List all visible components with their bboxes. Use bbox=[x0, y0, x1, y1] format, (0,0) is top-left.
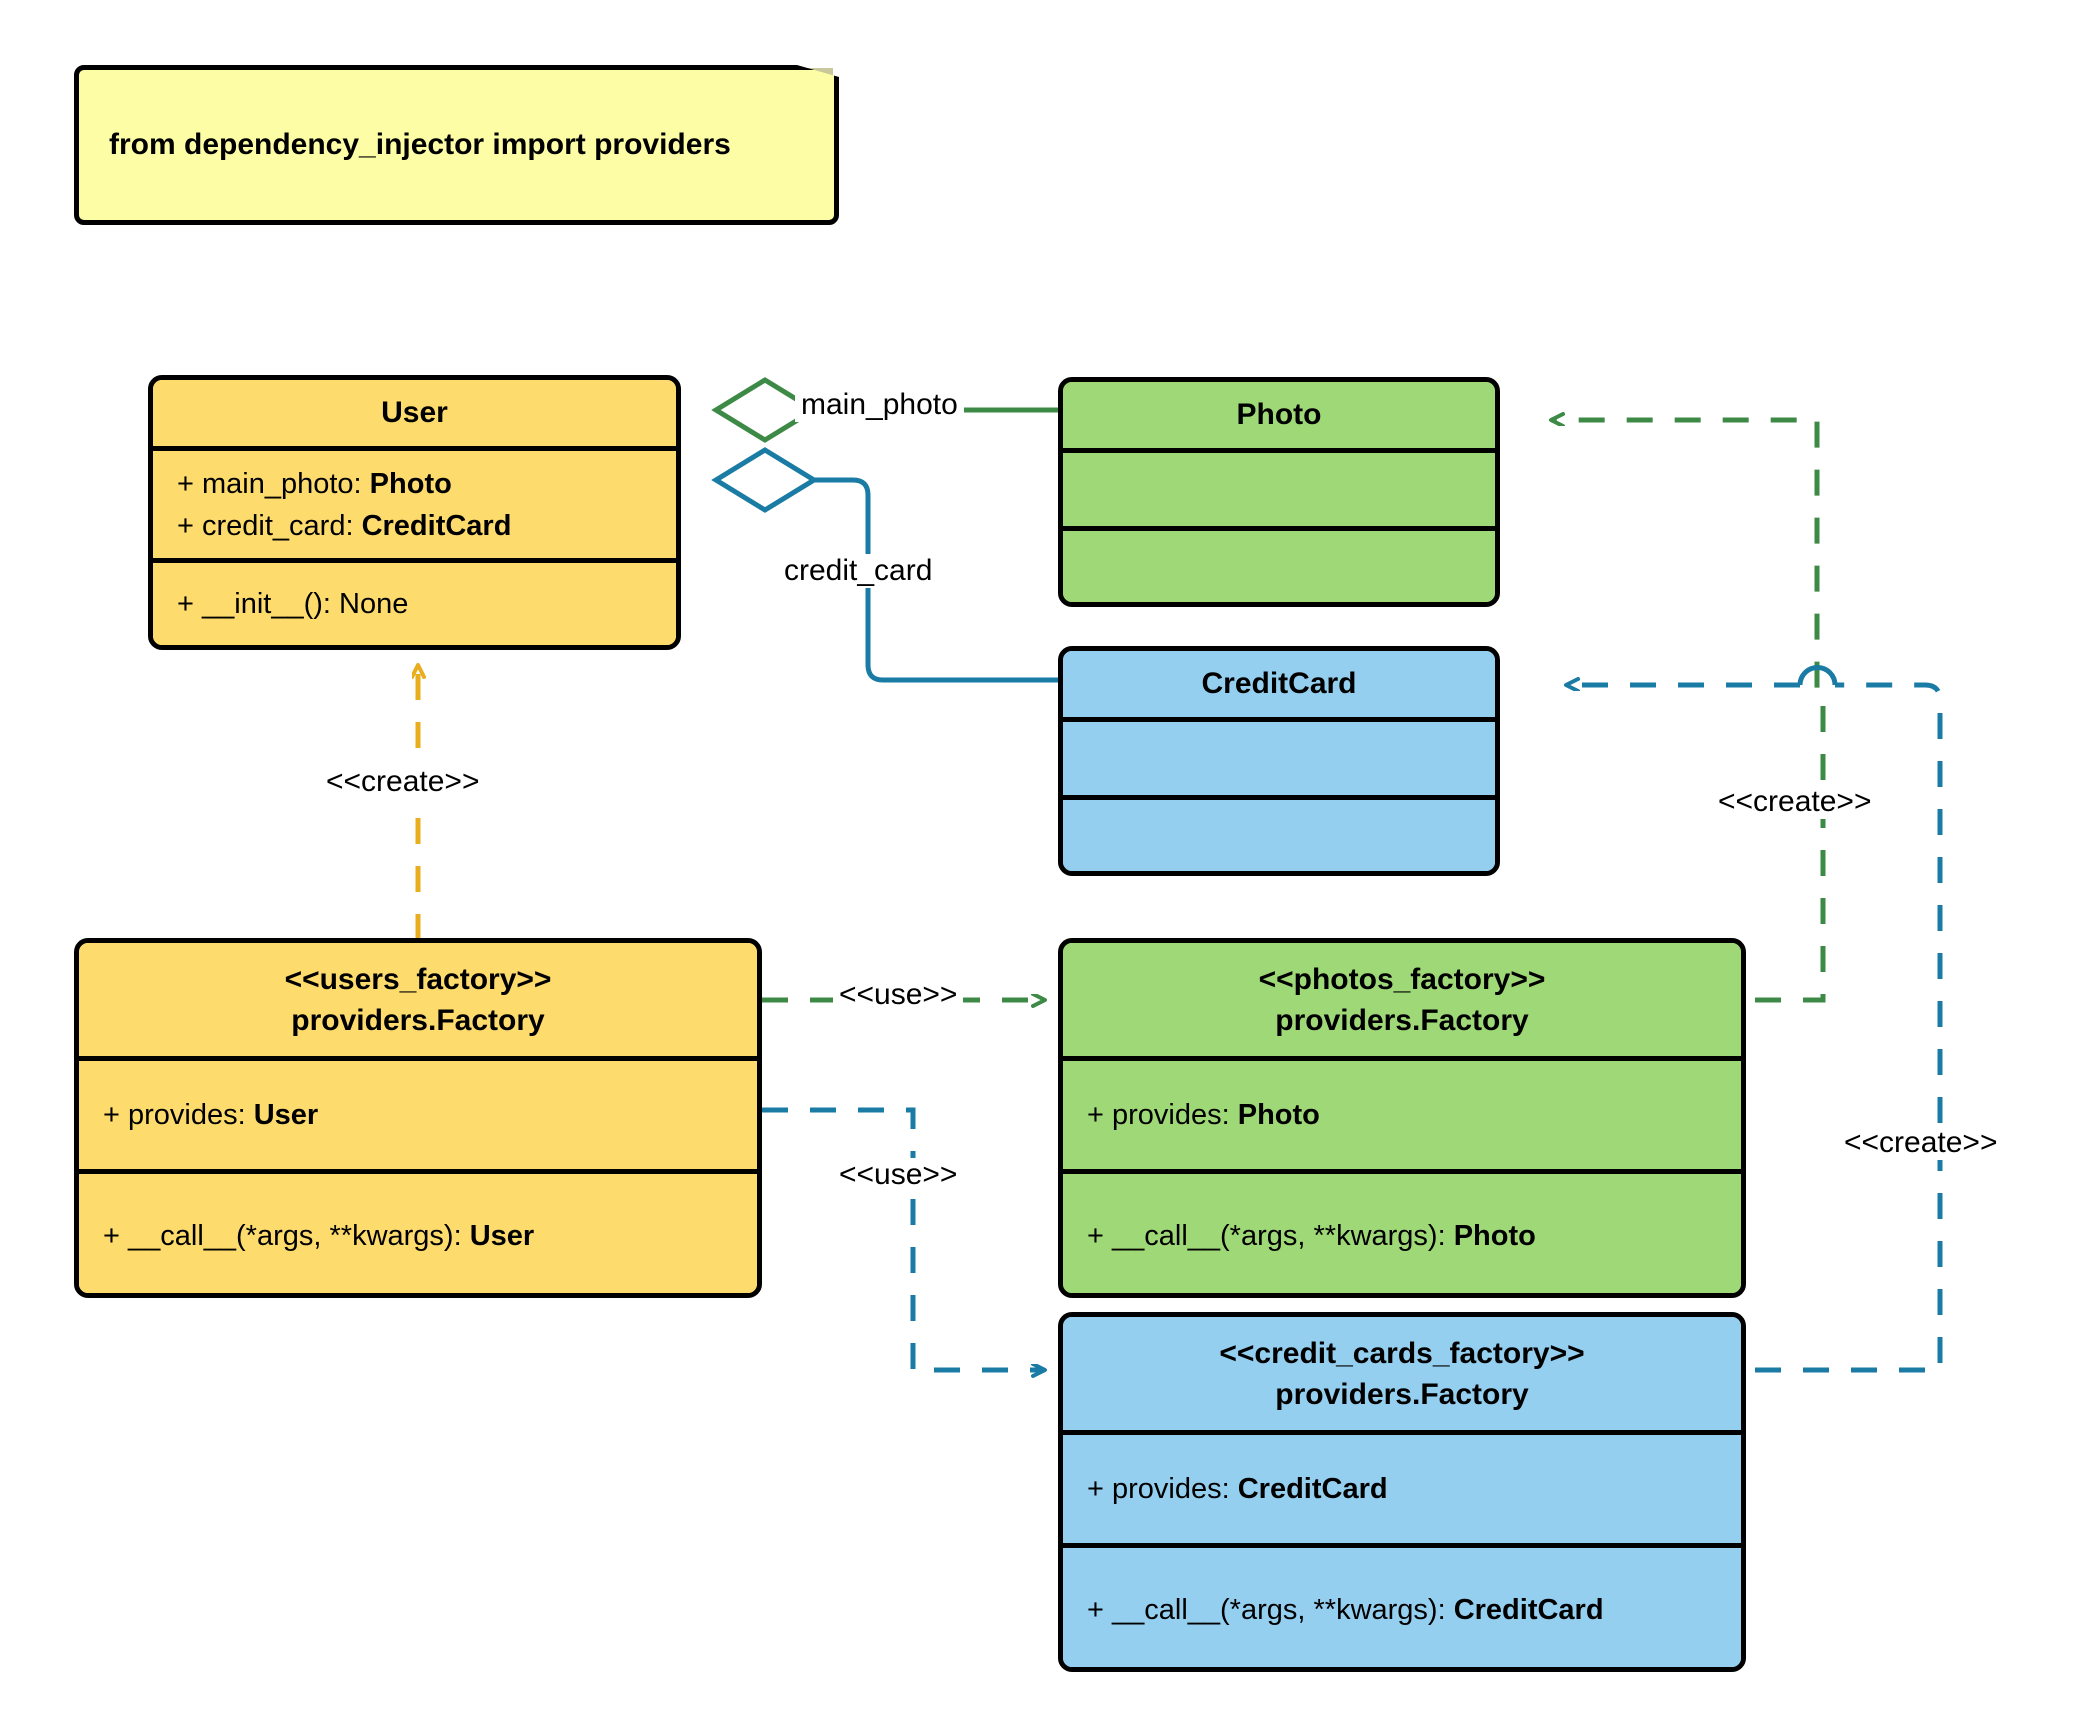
attribute-label: main_photo: bbox=[202, 467, 370, 500]
operation-row: + __call__(*args, **kwargs): User bbox=[79, 1220, 534, 1253]
class-header-credit-cards-factory: <<credit_cards_factory>> providers.Facto… bbox=[1063, 1317, 1741, 1430]
class-name-credit-card: CreditCard bbox=[1201, 667, 1357, 700]
operation-visibility: + bbox=[177, 587, 194, 620]
operation-type: Photo bbox=[1453, 1219, 1536, 1252]
class-name-user: User bbox=[381, 396, 448, 429]
class-header-photo: Photo bbox=[1063, 382, 1495, 448]
class-operations-user: + __init__(): None bbox=[153, 558, 676, 645]
operation-row: + __init__(): None bbox=[153, 588, 408, 621]
edge-use-credit-cards-factory bbox=[762, 1107, 1045, 1370]
class-operations-photos-factory: + __call__(*args, **kwargs): Photo bbox=[1063, 1169, 1741, 1293]
class-attributes-credit-cards-factory: + provides: CreditCard bbox=[1063, 1430, 1741, 1543]
edge-line-hop bbox=[1797, 665, 1838, 686]
operation-visibility: + bbox=[1087, 1219, 1104, 1252]
class-attributes-credit-card bbox=[1063, 717, 1495, 795]
attribute-visibility: + bbox=[177, 467, 194, 500]
class-box-credit-card[interactable]: CreditCard bbox=[1058, 646, 1500, 876]
class-operations-credit-cards-factory: + __call__(*args, **kwargs): CreditCard bbox=[1063, 1543, 1741, 1667]
operation-visibility: + bbox=[1087, 1593, 1104, 1626]
operation-label: __call__(*args, **kwargs): bbox=[1112, 1219, 1454, 1252]
attribute-row: + provides: Photo bbox=[1063, 1099, 1320, 1132]
class-attributes-users-factory: + provides: User bbox=[79, 1056, 757, 1169]
edge-create-photo bbox=[1551, 420, 1826, 1003]
class-operations-photo bbox=[1063, 526, 1495, 602]
class-box-users-factory[interactable]: <<users_factory>> providers.Factory + pr… bbox=[74, 938, 762, 1298]
class-name-photos-factory: providers.Factory bbox=[1275, 1003, 1529, 1037]
attribute-label: provides: bbox=[128, 1098, 254, 1131]
edge-label-create-user: <<create>> bbox=[320, 765, 486, 799]
attribute-visibility: + bbox=[1087, 1472, 1104, 1505]
operation-label: __call__(*args, **kwargs): bbox=[1112, 1593, 1454, 1626]
note-text: from dependency_injector import provider… bbox=[109, 128, 731, 161]
operation-row: + __call__(*args, **kwargs): CreditCard bbox=[1063, 1594, 1604, 1627]
class-name-credit-cards-factory: providers.Factory bbox=[1275, 1377, 1529, 1411]
class-attributes-photo bbox=[1063, 448, 1495, 526]
attribute-label: provides: bbox=[1112, 1472, 1238, 1505]
class-box-credit-cards-factory[interactable]: <<credit_cards_factory>> providers.Facto… bbox=[1058, 1312, 1746, 1672]
class-name-users-factory: providers.Factory bbox=[291, 1003, 545, 1037]
class-stereotype-credit-cards-factory: <<credit_cards_factory>> bbox=[1219, 1336, 1585, 1370]
class-attributes-user: + main_photo: Photo + credit_card: Credi… bbox=[153, 446, 676, 558]
class-header-users-factory: <<users_factory>> providers.Factory bbox=[79, 943, 757, 1056]
attribute-row: + provides: CreditCard bbox=[1063, 1473, 1388, 1506]
attribute-visibility: + bbox=[1087, 1098, 1104, 1131]
operation-type: CreditCard bbox=[1453, 1593, 1604, 1626]
class-header-credit-card: CreditCard bbox=[1063, 651, 1495, 717]
operation-visibility: + bbox=[103, 1219, 120, 1252]
attribute-row: + provides: User bbox=[79, 1099, 318, 1132]
attribute-visibility: + bbox=[103, 1098, 120, 1131]
note-import-providers: from dependency_injector import provider… bbox=[74, 65, 839, 225]
attribute-type: CreditCard bbox=[361, 509, 512, 542]
edge-label-create-photo: <<create>> bbox=[1712, 785, 1878, 819]
edge-label-main-photo: main_photo bbox=[795, 388, 964, 422]
aggregation-diamond-credit-card bbox=[711, 447, 819, 513]
edge-label-credit-card: credit_card bbox=[778, 554, 939, 588]
attribute-row: + main_photo: Photo bbox=[153, 463, 452, 505]
operation-row: + __call__(*args, **kwargs): Photo bbox=[1063, 1220, 1536, 1253]
class-operations-users-factory: + __call__(*args, **kwargs): User bbox=[79, 1169, 757, 1293]
attribute-visibility: + bbox=[177, 509, 194, 542]
class-box-photos-factory[interactable]: <<photos_factory>> providers.Factory + p… bbox=[1058, 938, 1746, 1298]
class-box-user[interactable]: User + main_photo: Photo + credit_card: … bbox=[148, 375, 681, 650]
edge-label-create-credit-card: <<create>> bbox=[1838, 1126, 2004, 1160]
attribute-type: User bbox=[253, 1098, 319, 1131]
operation-label: __call__(*args, **kwargs): bbox=[128, 1219, 470, 1252]
class-name-photo: Photo bbox=[1236, 398, 1322, 431]
class-stereotype-photos-factory: <<photos_factory>> bbox=[1258, 962, 1546, 996]
edge-label-use-credit-cards: <<use>> bbox=[833, 1158, 964, 1192]
attribute-row: + credit_card: CreditCard bbox=[153, 505, 511, 547]
attribute-type: CreditCard bbox=[1237, 1472, 1388, 1505]
attribute-type: Photo bbox=[369, 467, 452, 500]
class-stereotype-users-factory: <<users_factory>> bbox=[284, 962, 552, 996]
edge-label-use-photos: <<use>> bbox=[833, 978, 964, 1012]
class-box-photo[interactable]: Photo bbox=[1058, 377, 1500, 607]
class-attributes-photos-factory: + provides: Photo bbox=[1063, 1056, 1741, 1169]
attribute-label: credit_card: bbox=[202, 509, 362, 542]
operation-label: __init__(): None bbox=[202, 587, 409, 620]
operation-type: User bbox=[469, 1219, 535, 1252]
attribute-label: provides: bbox=[1112, 1098, 1238, 1131]
attribute-type: Photo bbox=[1237, 1098, 1320, 1131]
class-header-user: User bbox=[153, 380, 676, 446]
class-operations-credit-card bbox=[1063, 795, 1495, 871]
class-header-photos-factory: <<photos_factory>> providers.Factory bbox=[1063, 943, 1741, 1056]
